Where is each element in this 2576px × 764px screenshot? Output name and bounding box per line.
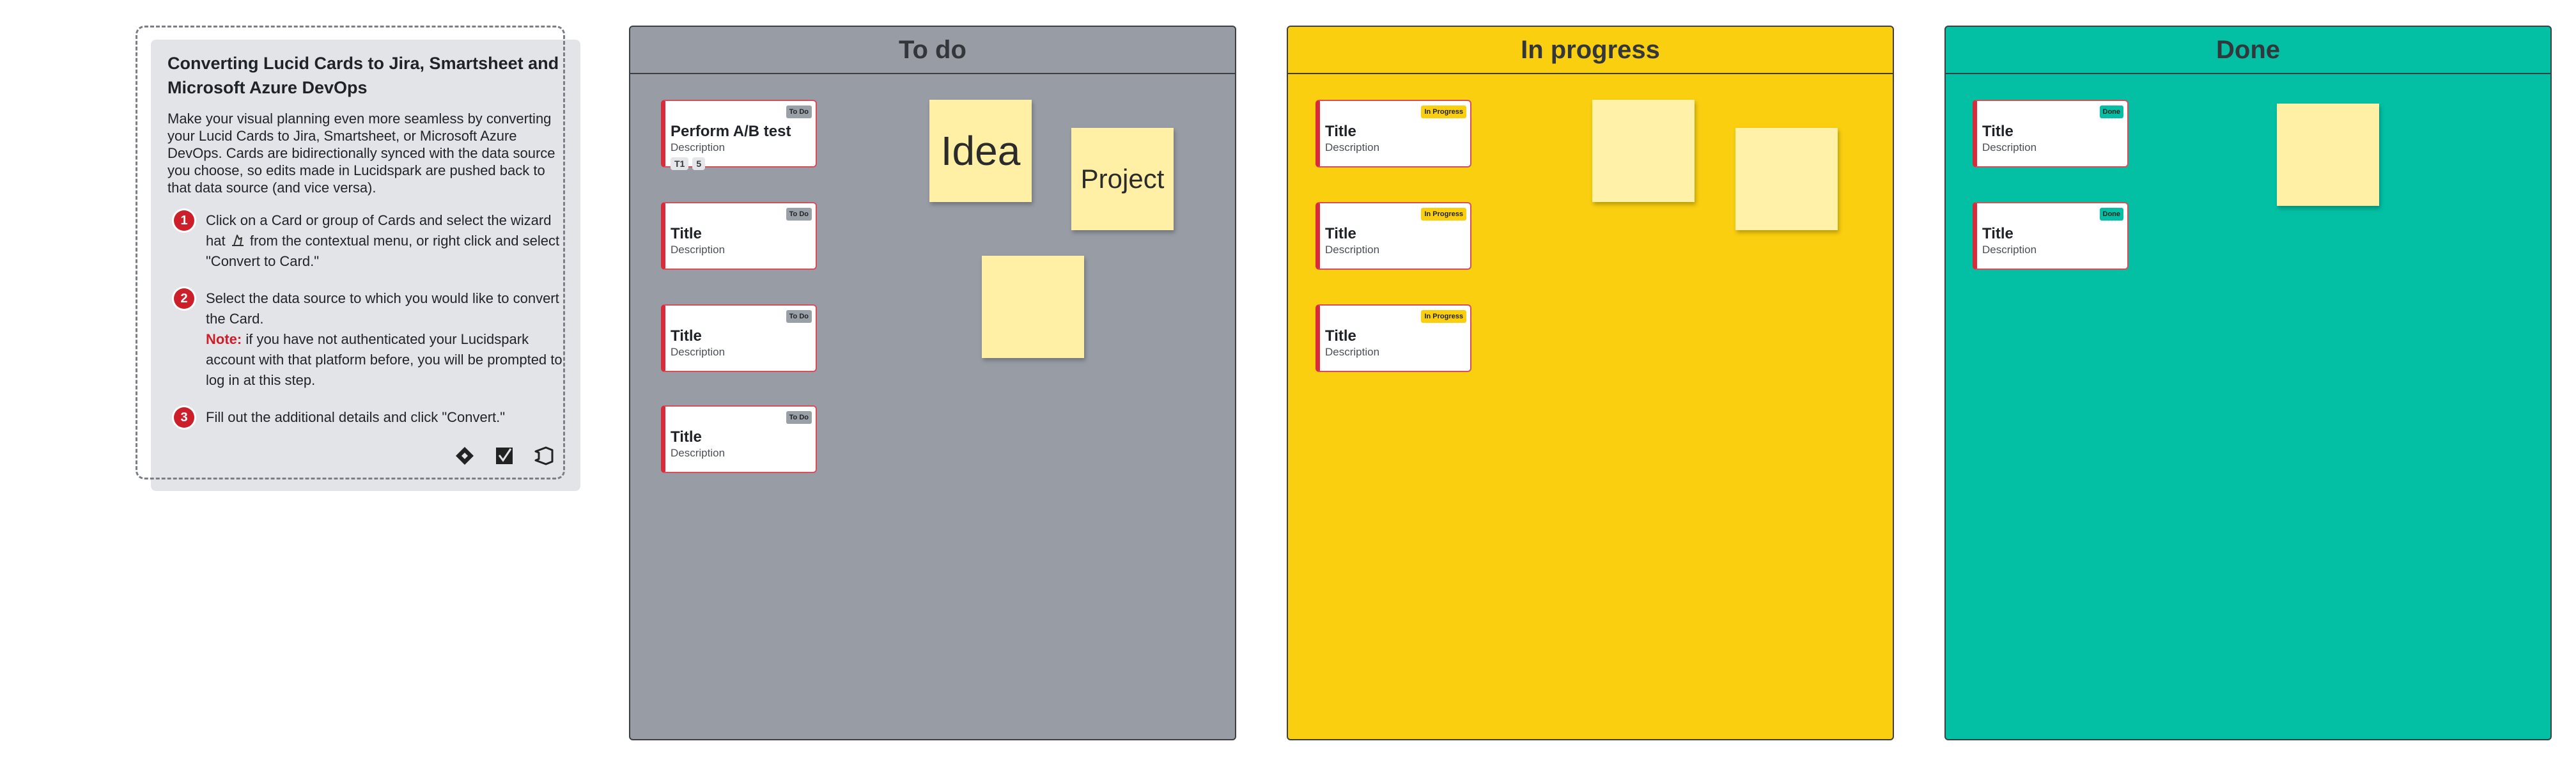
- step-2-text: Select the data source to which you woul…: [206, 290, 559, 327]
- card-tags: T1 5: [671, 157, 816, 170]
- status-badge: In Progress: [1421, 105, 1466, 118]
- card[interactable]: In Progress Title Description: [1315, 202, 1471, 270]
- status-badge: To Do: [786, 310, 812, 323]
- instructions-title: Converting Lucid Cards to Jira, Smartshe…: [167, 54, 559, 97]
- sticky-note-idea[interactable]: Idea: [929, 100, 1032, 202]
- step-1-number: 1: [174, 210, 194, 231]
- sticky-note-blank[interactable]: [982, 256, 1084, 358]
- step-2: 2 Select the data source to which you wo…: [167, 288, 564, 391]
- card-tag: T1: [671, 157, 689, 170]
- card-title: Title: [1325, 123, 1356, 140]
- sticky-note-blank[interactable]: [2277, 104, 2379, 206]
- card[interactable]: Done Title Description: [1973, 100, 2129, 168]
- column-todo-header: To do: [630, 27, 1235, 74]
- smartsheet-icon[interactable]: [493, 445, 515, 467]
- instructions-panel: Converting Lucid Cards to Jira, Smartshe…: [151, 40, 580, 491]
- card[interactable]: To Do Title Description: [661, 202, 817, 270]
- step-1: 1 Click on a Card or group of Cards and …: [167, 210, 564, 272]
- jira-icon[interactable]: [454, 445, 476, 467]
- card-title: Title: [1982, 123, 2013, 140]
- column-in-progress-header: In progress: [1288, 27, 1893, 74]
- instructions-selection-frame: [136, 26, 565, 479]
- card-description: Description: [1325, 346, 1380, 358]
- card-title: Title: [1982, 225, 2013, 242]
- card-title: Title: [671, 225, 702, 242]
- card[interactable]: In Progress Title Description: [1315, 304, 1471, 372]
- step-3: 3 Fill out the additional details and cl…: [167, 407, 564, 428]
- sticky-note-blank[interactable]: [1592, 100, 1695, 202]
- card-title: Title: [1325, 225, 1356, 242]
- status-badge: To Do: [786, 208, 812, 221]
- card[interactable]: Done Title Description: [1973, 202, 2129, 270]
- card-estimate: 5: [692, 157, 706, 170]
- card[interactable]: In Progress Title Description: [1315, 100, 1471, 168]
- step-1-text-after: from the contextual menu, or right click…: [206, 233, 560, 269]
- status-badge: To Do: [786, 105, 812, 118]
- azure-devops-icon[interactable]: [533, 445, 555, 467]
- card-description: Description: [671, 141, 725, 153]
- card-title: Title: [1325, 327, 1356, 345]
- column-done-header: Done: [1946, 27, 2550, 74]
- sticky-note-project[interactable]: Project: [1071, 128, 1174, 230]
- status-badge: To Do: [786, 411, 812, 424]
- sticky-note-blank[interactable]: [1735, 128, 1838, 230]
- column-done[interactable]: Done Done Title Description Done Title D…: [1944, 26, 2552, 740]
- integration-icons: [454, 445, 555, 467]
- step-3-number: 3: [174, 407, 194, 428]
- column-in-progress[interactable]: In progress In Progress Title Descriptio…: [1287, 26, 1894, 740]
- status-badge: Done: [2099, 105, 2123, 118]
- step-2-note-label: Note:: [206, 331, 242, 347]
- card-perform-ab-test[interactable]: To Do Perform A/B test Description T1 5: [661, 100, 817, 170]
- status-badge: In Progress: [1421, 208, 1466, 221]
- card-description: Description: [671, 447, 725, 459]
- card[interactable]: To Do Title Description: [661, 405, 817, 473]
- column-todo[interactable]: To do To Do Perform A/B test Description…: [629, 26, 1236, 740]
- instructions-intro: Make your visual planning even more seam…: [167, 111, 555, 196]
- status-badge: Done: [2099, 208, 2123, 221]
- step-3-text: Fill out the additional details and clic…: [206, 409, 506, 425]
- card-title: Title: [671, 428, 702, 446]
- card-description: Description: [671, 244, 725, 256]
- step-2-note-text: if you have not authenticated your Lucid…: [206, 331, 563, 388]
- wizard-hat-icon: [229, 233, 246, 248]
- status-badge: In Progress: [1421, 310, 1466, 323]
- card-title: Perform A/B test: [671, 123, 791, 140]
- step-2-number: 2: [174, 288, 194, 309]
- step-1-text-before: Click on a Card or group of Cards and se…: [206, 212, 552, 249]
- card-description: Description: [1982, 244, 2037, 256]
- card-description: Description: [1325, 141, 1380, 153]
- card-description: Description: [1325, 244, 1380, 256]
- card-description: Description: [671, 346, 725, 358]
- card-title: Title: [671, 327, 702, 345]
- card-description: Description: [1982, 141, 2037, 153]
- card[interactable]: To Do Title Description: [661, 304, 817, 372]
